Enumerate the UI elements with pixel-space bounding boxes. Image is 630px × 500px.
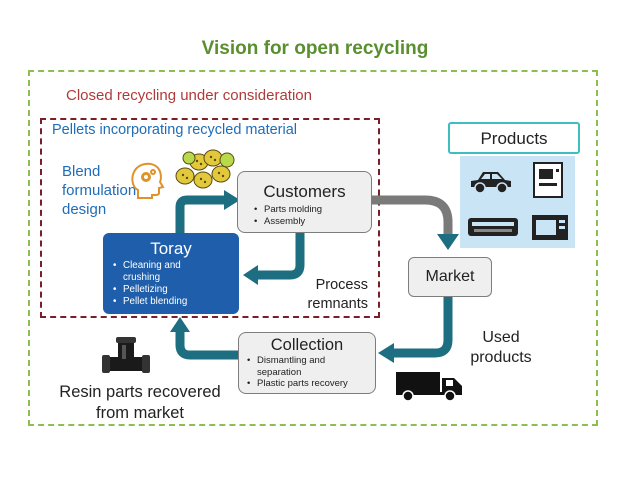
- process-remnants-label: Process remnants: [296, 276, 368, 314]
- pellets-label: Pellets incorporating recycled material: [52, 122, 297, 138]
- customers-list: Parts molding Assembly: [252, 204, 322, 228]
- truck-icon: [396, 372, 462, 402]
- collection-title: Collection: [270, 336, 344, 354]
- closed-recycling-boundary: [40, 118, 380, 318]
- blend-formulation-label: Blend formulation design: [62, 162, 136, 219]
- customers-box: Customers Parts molding Assembly: [237, 171, 372, 233]
- air-conditioner-icon: [468, 218, 518, 236]
- resin-line-2: from market: [95, 404, 184, 422]
- blend-line-3: design: [62, 201, 107, 218]
- process-line-2: remnants: [307, 296, 368, 312]
- arrow-head-to-customers: [224, 190, 240, 210]
- products-panel: [460, 156, 575, 248]
- car-icon: [471, 172, 511, 194]
- collection-item: Plastic parts recovery: [245, 378, 348, 390]
- resin-line-1: Resin parts recovered: [59, 383, 221, 401]
- toray-item: Pellet blending: [111, 296, 187, 308]
- used-line-2: products: [470, 349, 532, 366]
- pipe-fitting-icon: [102, 337, 150, 373]
- blend-line-2: formulation: [62, 182, 137, 199]
- arrow-head-to-toray: [170, 317, 190, 332]
- customers-item: Parts molding: [252, 204, 322, 216]
- arrow-head-to-collection: [378, 343, 394, 363]
- head-gear-icon: [131, 162, 165, 199]
- appliance-icon: [533, 162, 563, 198]
- customers-item: Assembly: [252, 216, 322, 228]
- arrow-head-process-remnants: [243, 265, 258, 285]
- process-line-1: Process: [315, 277, 368, 293]
- used-line-1: Used: [482, 329, 520, 346]
- products-title: Products: [480, 129, 548, 148]
- open-recycling-boundary: [28, 70, 598, 426]
- customers-title: Customers: [263, 182, 346, 201]
- blend-line-1: Blend: [62, 163, 101, 180]
- closed-recycling-label: Closed recycling under consideration: [66, 87, 312, 104]
- diagram-title: Vision for open recycling: [201, 38, 429, 59]
- arrow-head-to-market: [437, 234, 459, 250]
- products-box: Products: [448, 122, 580, 154]
- resin-parts-label: Resin parts recovered from market: [40, 382, 240, 424]
- toray-title: Toray: [150, 239, 192, 258]
- microwave-icon: [532, 215, 568, 240]
- used-products-label: Used products: [456, 328, 546, 368]
- pellets-icon: [175, 149, 235, 189]
- market-title: Market: [425, 268, 475, 285]
- market-box: Market: [408, 257, 492, 297]
- toray-item: Pelletizing: [111, 284, 187, 296]
